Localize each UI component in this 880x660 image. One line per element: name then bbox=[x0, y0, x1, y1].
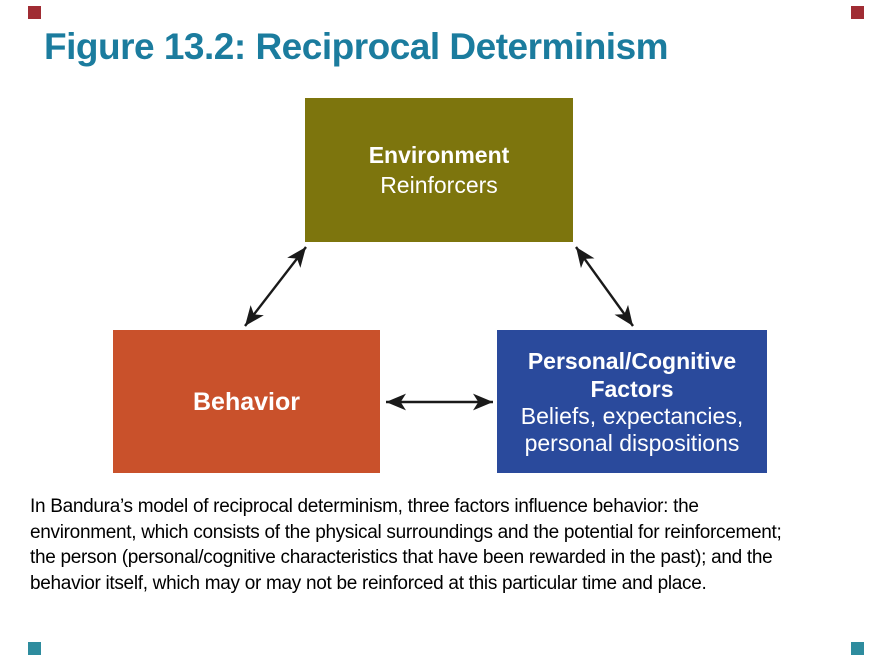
caption-line: environment, which consists of the physi… bbox=[30, 521, 782, 543]
corner-accent-top-left bbox=[28, 6, 41, 19]
arrow-environment-behavior bbox=[244, 246, 307, 327]
personal-box-subtitle-line1: Beliefs, expectancies, bbox=[520, 402, 744, 429]
behavior-box: Behavior bbox=[113, 330, 380, 473]
page-title: Figure 13.2: Reciprocal Determinism bbox=[44, 26, 669, 67]
personal-box-title-line2: Factors bbox=[590, 375, 674, 402]
corner-accent-bottom-left bbox=[28, 642, 41, 655]
caption-line: behavior itself, which may or may not be… bbox=[30, 572, 707, 594]
caption-line: In Bandura’s model of reciprocal determi… bbox=[30, 496, 699, 517]
personal-cognitive-box: Personal/Cognitive Factors Beliefs, expe… bbox=[497, 330, 767, 473]
environment-box-subtitle: Reinforcers bbox=[380, 172, 498, 198]
behavior-box-title: Behavior bbox=[193, 387, 300, 416]
environment-box-title: Environment bbox=[368, 142, 510, 168]
corner-accent-bottom-right bbox=[851, 642, 864, 655]
environment-box: Environment Reinforcers bbox=[305, 98, 573, 242]
personal-box-subtitle-line2: personal dispositions bbox=[524, 429, 740, 456]
personal-box-title-line1: Personal/Cognitive bbox=[527, 347, 737, 374]
arrow-environment-personal bbox=[575, 246, 634, 327]
caption-line: the person (personal/cognitive character… bbox=[30, 547, 773, 568]
figure-caption: In Bandura’s model of reciprocal determi… bbox=[30, 494, 782, 596]
corner-accent-top-right bbox=[851, 6, 864, 19]
